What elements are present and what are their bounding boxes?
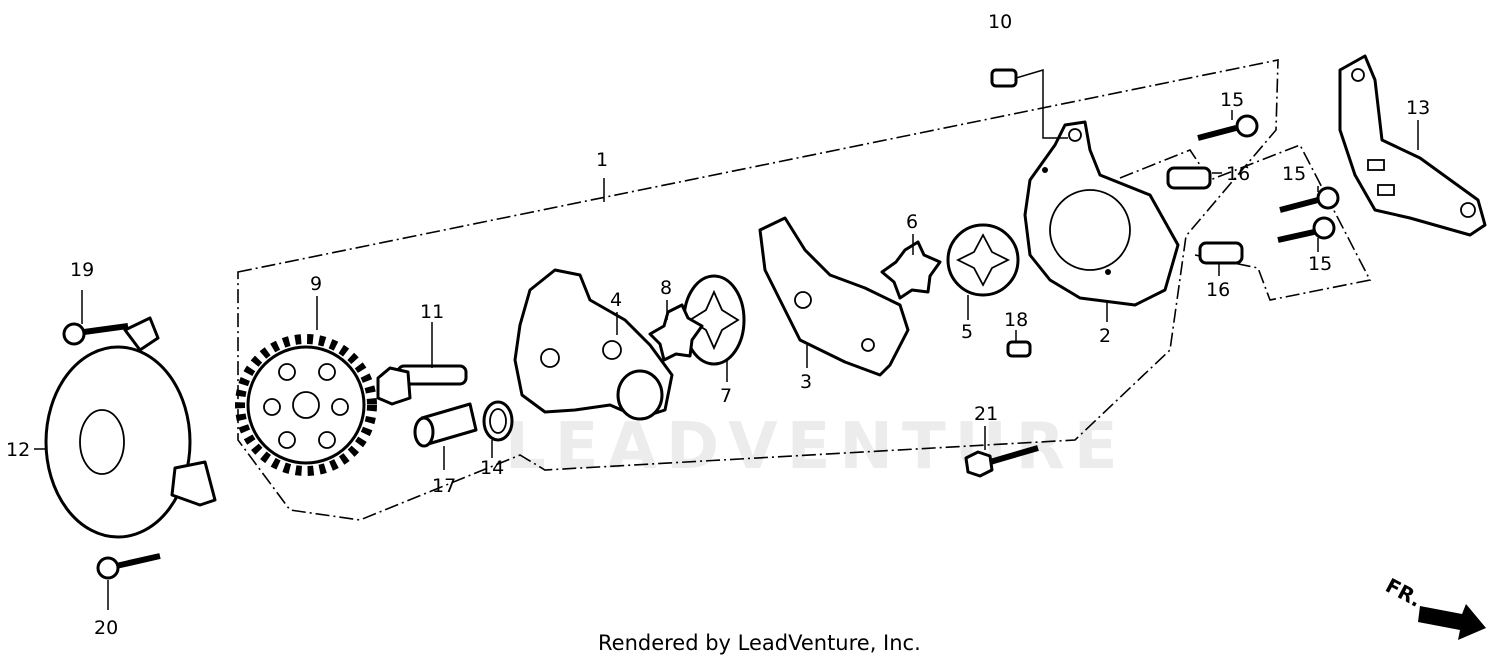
- callout-16: 16: [1226, 163, 1250, 185]
- callout-11: 11: [420, 301, 444, 323]
- callout-12: 12: [6, 439, 30, 461]
- callout-15: 15: [1282, 163, 1306, 185]
- pump-body-bore: [1049, 189, 1131, 271]
- callout-7: 7: [720, 385, 732, 407]
- credit-text: Rendered by LeadVenture, Inc.: [598, 631, 921, 655]
- dowel-pin-part: [990, 68, 1018, 88]
- inner-rotor-part: [648, 303, 704, 362]
- bracket-hole: [1460, 202, 1476, 218]
- callout-21: 21: [974, 403, 998, 425]
- callout-18: 18: [1004, 309, 1028, 331]
- bracket-slot: [1367, 159, 1385, 171]
- assembly-frame: [237, 59, 1279, 521]
- plate-hole: [794, 291, 812, 309]
- watermark: LEADVENTURE: [505, 410, 1127, 484]
- bolt-part: [1197, 114, 1259, 141]
- callout-15: 15: [1220, 89, 1244, 111]
- bolt-part: [1277, 216, 1336, 243]
- callout-16: 16: [1206, 279, 1230, 301]
- bolt-part: [96, 553, 161, 580]
- bolt-part: [964, 445, 1039, 478]
- callout-3: 3: [800, 371, 812, 393]
- bolt-part: [62, 322, 129, 346]
- gear-cover-part: [44, 316, 217, 539]
- callout-4: 4: [610, 289, 622, 311]
- outer-rotor-lobes: [688, 289, 740, 351]
- front-direction-arrow: FR.: [1382, 573, 1486, 640]
- flange-bolt-part: [376, 364, 468, 406]
- plate-hole: [861, 338, 875, 352]
- bolt-group-frame: [1119, 143, 1372, 301]
- callout-6: 6: [906, 211, 918, 233]
- outer-rotor-part: [946, 223, 1020, 297]
- housing-hole: [602, 340, 622, 360]
- collar-part: [413, 402, 478, 448]
- dowel-pin-part: [1006, 340, 1032, 358]
- housing-boss: [616, 369, 664, 421]
- callout-2: 2: [1099, 325, 1111, 347]
- collar-part: [1198, 241, 1244, 265]
- leader-lines: [34, 68, 1419, 610]
- callout-5: 5: [961, 321, 973, 343]
- pump-body-hole: [1068, 128, 1082, 142]
- callout-10: 10: [988, 11, 1012, 33]
- callout-19: 19: [70, 259, 94, 281]
- direction-badge-text: FR.: [1382, 573, 1426, 612]
- bracket-slot: [1377, 184, 1395, 196]
- callout-17: 17: [432, 475, 456, 497]
- bracket-hole: [1351, 68, 1365, 82]
- callout-labels: 1 2 3 4 5 6 7 8 9 10 11 12 13 14 15 15 1…: [6, 11, 1430, 639]
- pump-body-part: [1023, 120, 1180, 307]
- callout-1: 1: [596, 149, 608, 171]
- callout-8: 8: [660, 277, 672, 299]
- outer-rotor-lobes: [955, 233, 1011, 287]
- driven-gear-part: [235, 334, 377, 476]
- inner-rotor-part: [880, 240, 942, 300]
- callout-13: 13: [1406, 97, 1430, 119]
- bolt-part: [1279, 186, 1340, 213]
- o-ring-part: [482, 400, 514, 442]
- separator-plate-part: [758, 216, 910, 377]
- bracket-part: [1338, 54, 1487, 237]
- pump-body-pin: [1105, 269, 1111, 275]
- callout-20: 20: [94, 617, 118, 639]
- callout-9: 9: [310, 273, 322, 295]
- callout-14: 14: [480, 457, 504, 479]
- pump-body-pin: [1042, 167, 1048, 173]
- housing-hole: [540, 348, 560, 368]
- collar-part: [1166, 166, 1212, 190]
- callout-15: 15: [1308, 253, 1332, 275]
- o-ring-inner: [489, 408, 507, 434]
